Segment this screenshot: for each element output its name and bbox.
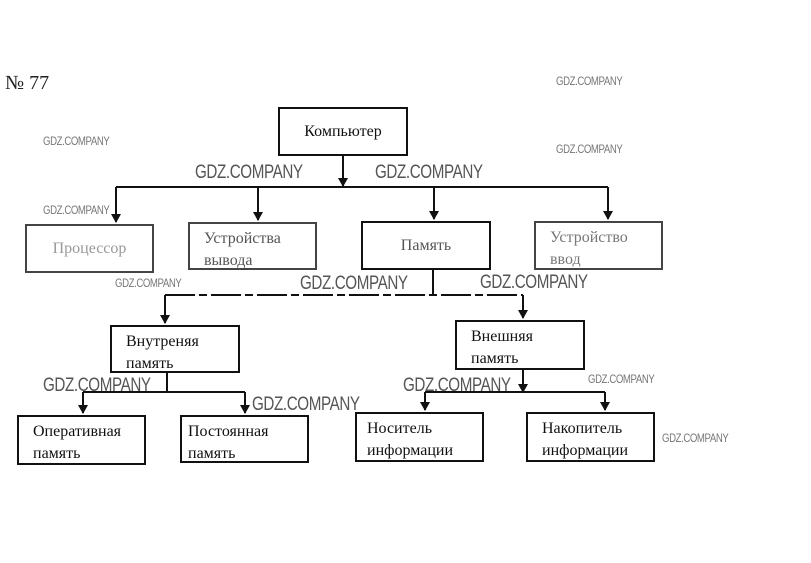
arrowhead	[420, 402, 430, 411]
node-internal-memory: Внутреняя память	[110, 325, 240, 373]
node-memory: Память	[361, 221, 491, 270]
node-processor: Процессор	[25, 224, 154, 273]
node-input-devices: Устройство ввод	[534, 221, 663, 270]
node-ram: Оперативная память	[17, 415, 146, 465]
watermark: GDZ.COMPANY	[662, 431, 729, 445]
watermark: GDZ.COMPANY	[115, 276, 182, 290]
watermark: GDZ.COMPANY	[43, 375, 151, 396]
watermark: GDZ.COMPANY	[43, 134, 110, 148]
watermark: GDZ.COMPANY	[375, 162, 483, 183]
watermark: GDZ.COMPANY	[480, 272, 588, 293]
arrowhead	[518, 384, 528, 393]
node-storage-medium: Носитель информации	[355, 412, 484, 462]
watermark: GDZ.COMPANY	[556, 142, 623, 156]
watermark: GDZ.COMPANY	[556, 74, 623, 88]
arrowhead	[429, 211, 439, 220]
watermark: GDZ.COMPANY	[252, 394, 360, 415]
arrowhead	[111, 214, 121, 223]
watermark: GDZ.COMPANY	[403, 375, 511, 396]
watermark: GDZ.COMPANY	[588, 372, 655, 386]
watermark: GDZ.COMPANY	[43, 203, 110, 217]
arrowhead	[600, 402, 610, 411]
node-storage-drive: Накопитель информации	[526, 412, 655, 462]
arrowhead	[78, 405, 88, 414]
watermark: GDZ.COMPANY	[300, 273, 408, 294]
watermark: GDZ.COMPANY	[195, 162, 303, 183]
node-computer: Компьютер	[278, 107, 408, 156]
node-output-devices: Устройства вывода	[188, 222, 317, 270]
arrowhead	[603, 211, 613, 220]
arrowhead	[160, 315, 170, 324]
node-rom: Постоянная память	[180, 415, 309, 463]
node-external-memory: Внешняя память	[455, 320, 585, 370]
arrowhead	[240, 405, 250, 414]
task-number: № 77	[5, 72, 50, 94]
arrowhead	[518, 310, 528, 319]
arrowhead	[338, 178, 348, 187]
arrowhead	[253, 212, 263, 221]
